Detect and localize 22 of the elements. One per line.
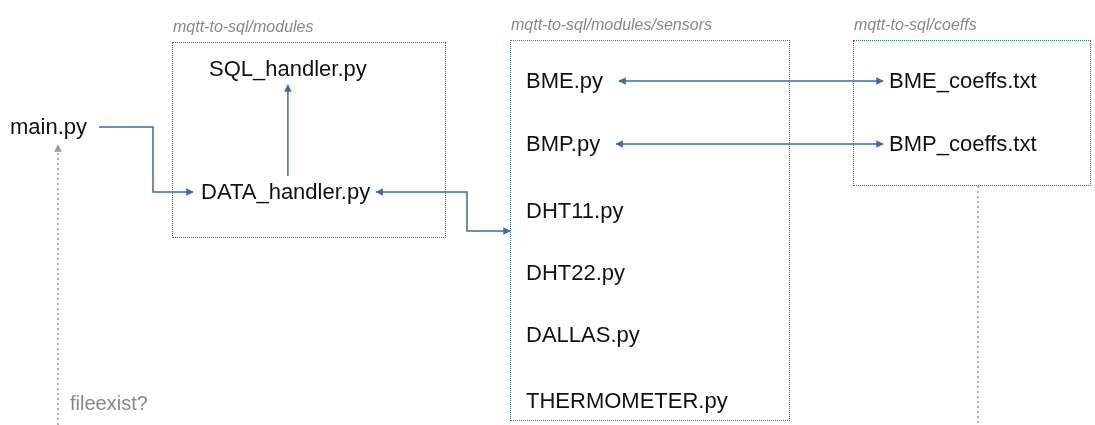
file-name: DATA_handler.py xyxy=(199,178,373,206)
file-name: DHT22.py xyxy=(524,259,628,287)
file-name: BMP_coeffs.txt xyxy=(887,130,1039,158)
file-name: SQL_handler.py xyxy=(207,55,369,83)
arrow xyxy=(284,84,292,177)
dotted-line xyxy=(977,185,979,425)
file-name: THERMOMETER.py xyxy=(524,387,730,415)
folder-path: mqtt-to-sql/coeffs xyxy=(854,16,977,34)
folder-path: mqtt-to-sql/modules xyxy=(173,18,314,36)
note-text: fileexist? xyxy=(70,392,148,415)
file-name: DHT11.py xyxy=(524,197,626,225)
file-name: BMP.py xyxy=(524,130,603,158)
arrow xyxy=(615,140,884,148)
file-name: DALLAS.py xyxy=(524,321,642,349)
dotted-arrow xyxy=(54,144,62,425)
folder-path: mqtt-to-sql/modules/sensors xyxy=(511,16,712,34)
file-name: BME_coeffs.txt xyxy=(887,67,1039,95)
arrow xyxy=(375,188,511,235)
arrow xyxy=(98,126,194,196)
arrow xyxy=(618,77,884,85)
file-name: BME.py xyxy=(524,67,606,95)
file-name: main.py xyxy=(8,113,90,141)
